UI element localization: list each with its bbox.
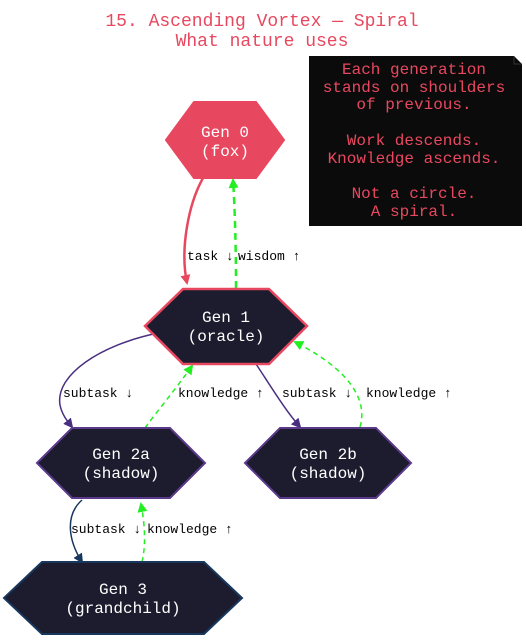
node-gen2b: Gen 2b (shadow)	[243, 427, 413, 499]
node-gen2b-line1: Gen 2b	[299, 446, 357, 464]
note-line-9: A spiral.	[371, 203, 457, 221]
edge-label-knowledge-3: knowledge ↑	[147, 522, 233, 537]
node-gen1-line1: Gen 1	[202, 309, 250, 327]
note-line-1: Each generation	[342, 61, 486, 79]
edge-task	[180, 177, 205, 285]
node-gen1: Gen 1 (oracle)	[143, 287, 309, 366]
note-card: Each generation stands on shoulders of p…	[309, 56, 522, 226]
note-line-5: Work descends.	[347, 132, 481, 150]
edge-subtask-2a	[59, 332, 159, 429]
note-line-8: Not a circle.	[352, 185, 477, 203]
node-gen3: Gen 3 (grandchild)	[2, 561, 244, 635]
edge-knowledge-3	[137, 502, 148, 563]
edge-knowledge-2b	[293, 341, 363, 428]
node-gen0: Gen 0 (fox)	[164, 101, 286, 179]
edge-label-task: task ↓	[187, 249, 234, 264]
edge-subtask-3	[69, 499, 84, 564]
node-gen2a-line2: (shadow)	[83, 465, 160, 483]
edge-label-subtask-3: subtask ↓	[71, 522, 141, 537]
node-gen3-line2: (grandchild)	[65, 600, 180, 618]
diagram-title-line2: What nature uses	[176, 32, 349, 52]
edge-knowledge-2a	[144, 364, 194, 429]
node-gen0-line1: Gen 0	[201, 124, 249, 142]
edge-label-knowledge-2a: knowledge ↑	[178, 386, 264, 401]
node-gen0-line2: (fox)	[201, 143, 249, 161]
edge-label-subtask-2a: subtask ↓	[63, 386, 133, 401]
note-line-3: of previous.	[356, 96, 471, 114]
node-gen2a: Gen 2a (shadow)	[35, 427, 207, 499]
edge-label-subtask-2b: subtask ↓	[282, 386, 352, 401]
node-gen2a-line1: Gen 2a	[92, 446, 150, 464]
note-line-6: Knowledge ascends.	[328, 150, 501, 168]
edge-wisdom	[228, 178, 239, 289]
edge-label-knowledge-2b: knowledge ↑	[366, 386, 452, 401]
edge-subtask-2b	[255, 363, 302, 429]
note-line-2: stands on shoulders	[323, 79, 505, 97]
node-gen2b-line2: (shadow)	[290, 465, 367, 483]
diagram-title-line1: 15. Ascending Vortex — Spiral	[105, 12, 418, 32]
node-gen1-line2: (oracle)	[188, 328, 265, 346]
node-gen3-line1: Gen 3	[99, 581, 147, 599]
edge-label-wisdom: wisdom ↑	[238, 249, 300, 264]
